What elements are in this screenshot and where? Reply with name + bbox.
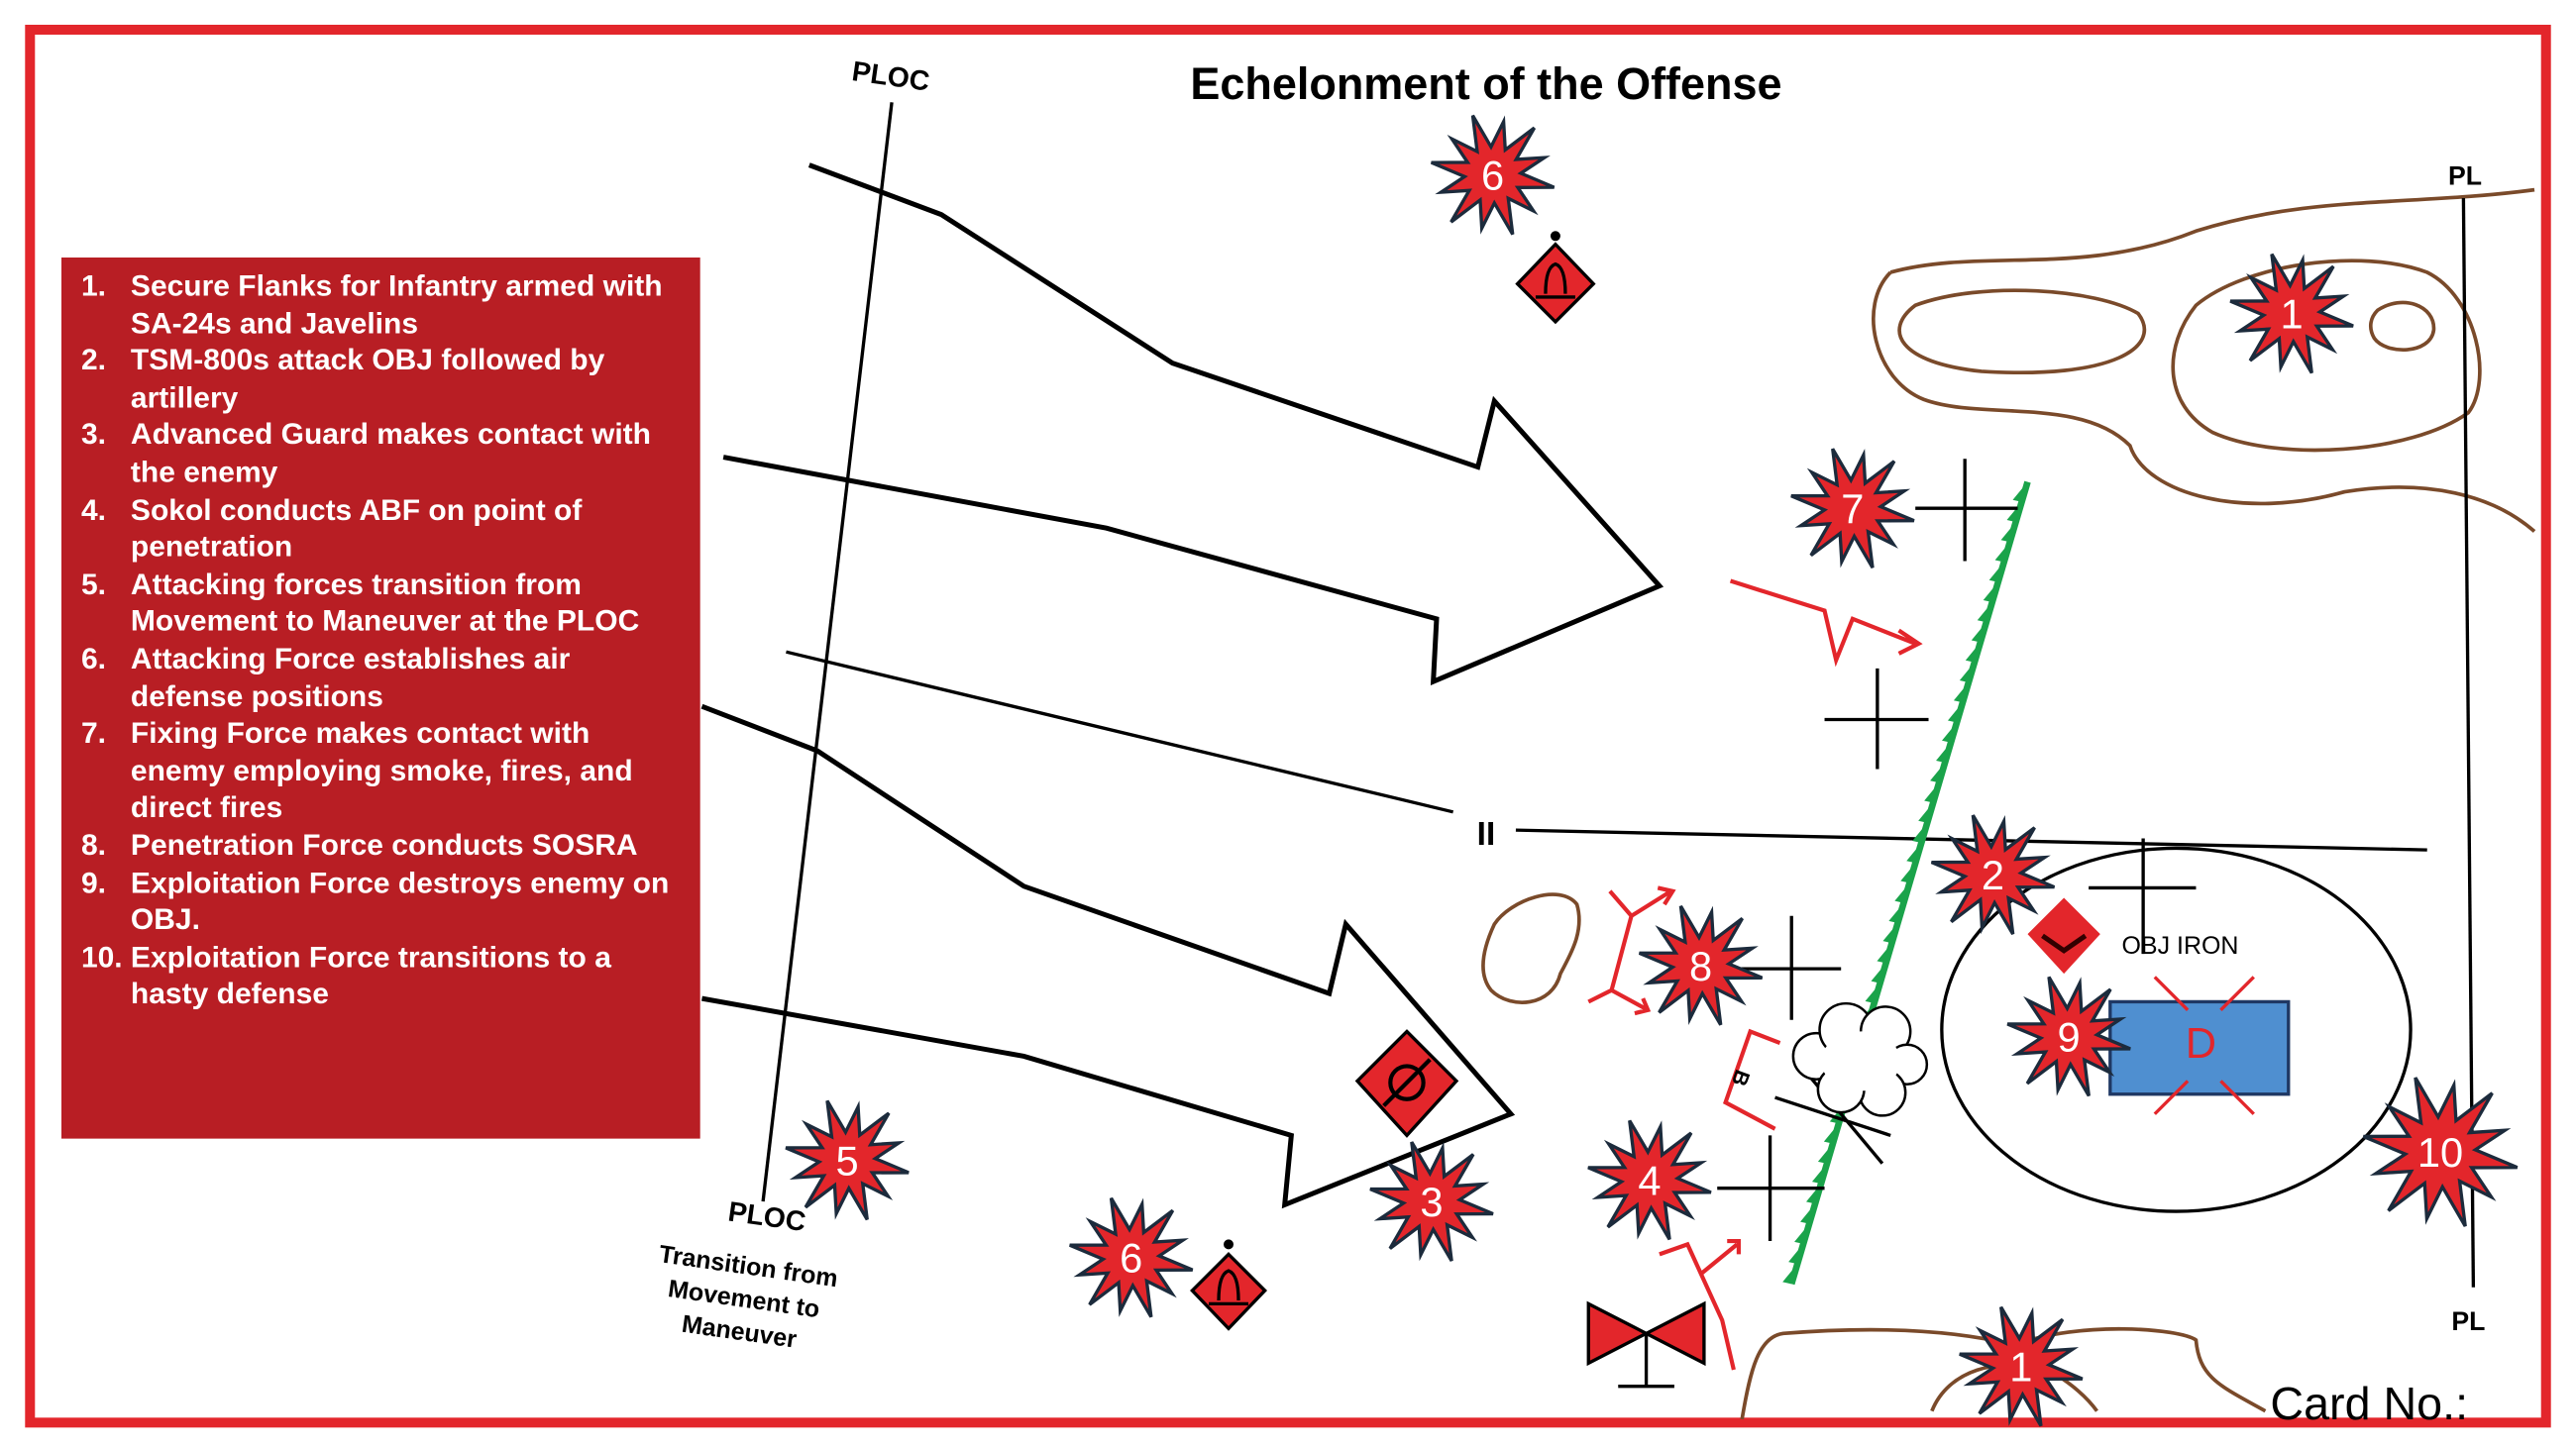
legend-item-text: Attacking forces transition from Movemen… (130, 567, 640, 638)
destroy-x-icon (2153, 976, 2255, 1115)
enemy-unit-label: D (2186, 1020, 2216, 1068)
armor-diamond-icon (2027, 897, 2100, 975)
phase-line (2461, 197, 2476, 1288)
legend-item-text: Secure Flanks for Infantry armed with SA… (130, 268, 663, 340)
legend-item-number: 2. (80, 343, 106, 377)
legend-item-text: Fixing Force makes contact with enemy em… (130, 716, 633, 824)
legend-item-number: 1. (80, 268, 106, 302)
legend-item-text: Attacking Force establishes air defense … (130, 642, 571, 713)
legend-item: 6. Attacking Force establishes air defens… (81, 640, 684, 714)
legend-item-number: 7. (80, 716, 106, 750)
event-marker-5: 5 (785, 1099, 910, 1221)
objective-iron-area (1940, 846, 2413, 1213)
burst-icon (1959, 1305, 2084, 1427)
event-marker-number: 9 (2058, 1013, 2081, 1060)
event-marker-number: 1 (2281, 291, 2304, 338)
event-markers: 6 1 7 2 8 9 10 4 3 5 6 1 (785, 114, 2519, 1427)
event-marker-number: 7 (1841, 485, 1864, 532)
enemy-unit-box (2108, 999, 2291, 1096)
legend-item-number: 9. (80, 865, 106, 899)
event-marker-7: 7 (1790, 448, 1915, 569)
diagram-title: Echelonment of the Offense (1190, 58, 1781, 109)
legend-item-number: 8. (80, 828, 106, 862)
legend-item-text: Advanced Guard makes contact with the en… (130, 418, 651, 489)
enemy-obstacle-line (1782, 480, 2031, 1286)
burst-icon (1069, 1196, 1194, 1318)
boundary-symbol: II (1477, 816, 1496, 853)
event-marker-number: 6 (1120, 1235, 1142, 1282)
attack-arrow-north (722, 162, 1664, 686)
legend-item: 7. Fixing Force makes contact with enemy … (81, 715, 684, 827)
fighting-positions (1717, 459, 2197, 1242)
legend-item-number: 6. (80, 642, 106, 675)
event-marker-9: 9 (2006, 976, 2131, 1097)
legend-item: 1. Secure Flanks for Infantry armed with … (81, 267, 684, 342)
legend-item: 9. Exploitation Force destroys enemy on O… (81, 864, 684, 938)
event-marker-6: 6 (1069, 1196, 1194, 1318)
legend-box: 1. Secure Flanks for Infantry armed with … (60, 257, 700, 1139)
burst-icon (1369, 1141, 1494, 1262)
legend-item-text: Sokol conducts ABF on point of penetrati… (130, 492, 583, 564)
boundary-line-west (786, 650, 1454, 814)
event-marker-10: 10 (2362, 1077, 2519, 1227)
legend-item: 2. TSM-800s attack OBJ followed by artill… (81, 342, 684, 416)
objective-label: OBJ IRON (2121, 932, 2238, 960)
burst-icon (1790, 448, 1915, 569)
event-marker-number: 4 (1638, 1157, 1661, 1203)
event-marker-1: 1 (1959, 1305, 2084, 1427)
burst-icon (2229, 253, 2354, 374)
air-defense-icon (1190, 1239, 1268, 1331)
legend-item: 10.Exploitation Force transitions to a h… (81, 939, 684, 1013)
legend-item: 8. Penetration Force conducts SOSRA (81, 827, 684, 865)
obstacle-icon (1586, 1300, 1706, 1389)
smoke-cloud-icon (1791, 1001, 1929, 1117)
pl-label-bottom: PL (2451, 1306, 2485, 1336)
legend-item: 3. Advanced Guard makes contact with the … (81, 417, 684, 491)
legend-item-text: Exploitation Force destroys enemy on OBJ… (130, 865, 670, 936)
legend-item-number: 5. (80, 567, 106, 601)
event-marker-2: 2 (1930, 814, 2056, 935)
legend-item: 5. Attacking forces transition from Movem… (81, 566, 684, 640)
card-number-label: Card No.: (2270, 1378, 2468, 1429)
event-marker-number: 2 (1982, 852, 2004, 898)
legend-item-text: Penetration Force conducts SOSRA (130, 828, 638, 862)
event-marker-number: 6 (1481, 153, 1504, 199)
event-marker-1: 1 (2229, 253, 2354, 374)
event-marker-3: 3 (1369, 1141, 1494, 1262)
event-marker-4: 4 (1587, 1119, 1712, 1241)
burst-icon (1430, 114, 1556, 236)
legend-item-number: 10. (80, 940, 123, 974)
boundary-line-east (1515, 828, 2427, 852)
pl-label-top: PL (2448, 161, 2482, 191)
event-marker-8: 8 (1638, 904, 1764, 1026)
burst-icon (1930, 814, 2056, 935)
event-marker-6: 6 (1430, 114, 1556, 236)
legend-item: 4. Sokol conducts ABF on point of penetra… (81, 491, 684, 566)
burst-icon (1638, 904, 1764, 1026)
bypass-label: B (1727, 1067, 1756, 1089)
attack-arrow-south (700, 703, 1516, 1209)
legend-item-number: 4. (80, 492, 106, 526)
event-marker-number: 1 (2009, 1344, 2032, 1391)
recon-diamond-icon (1354, 1029, 1459, 1138)
burst-icon (785, 1099, 910, 1221)
burst-icon (2006, 976, 2131, 1097)
penetration-arrows (1587, 578, 1923, 1371)
legend-item-text: TSM-800s attack OBJ followed by artiller… (130, 343, 605, 414)
event-marker-number: 10 (2417, 1129, 2463, 1176)
event-marker-number: 8 (1689, 943, 1712, 989)
ploc-line (761, 102, 894, 1202)
burst-icon (2362, 1077, 2519, 1227)
legend-item-text: Exploitation Force transitions to a hast… (130, 940, 611, 1011)
air-defense-icon (1515, 231, 1596, 325)
event-marker-number: 3 (1420, 1179, 1443, 1225)
legend-item-number: 3. (80, 418, 106, 452)
event-marker-number: 5 (836, 1137, 859, 1184)
burst-icon (1587, 1119, 1712, 1241)
